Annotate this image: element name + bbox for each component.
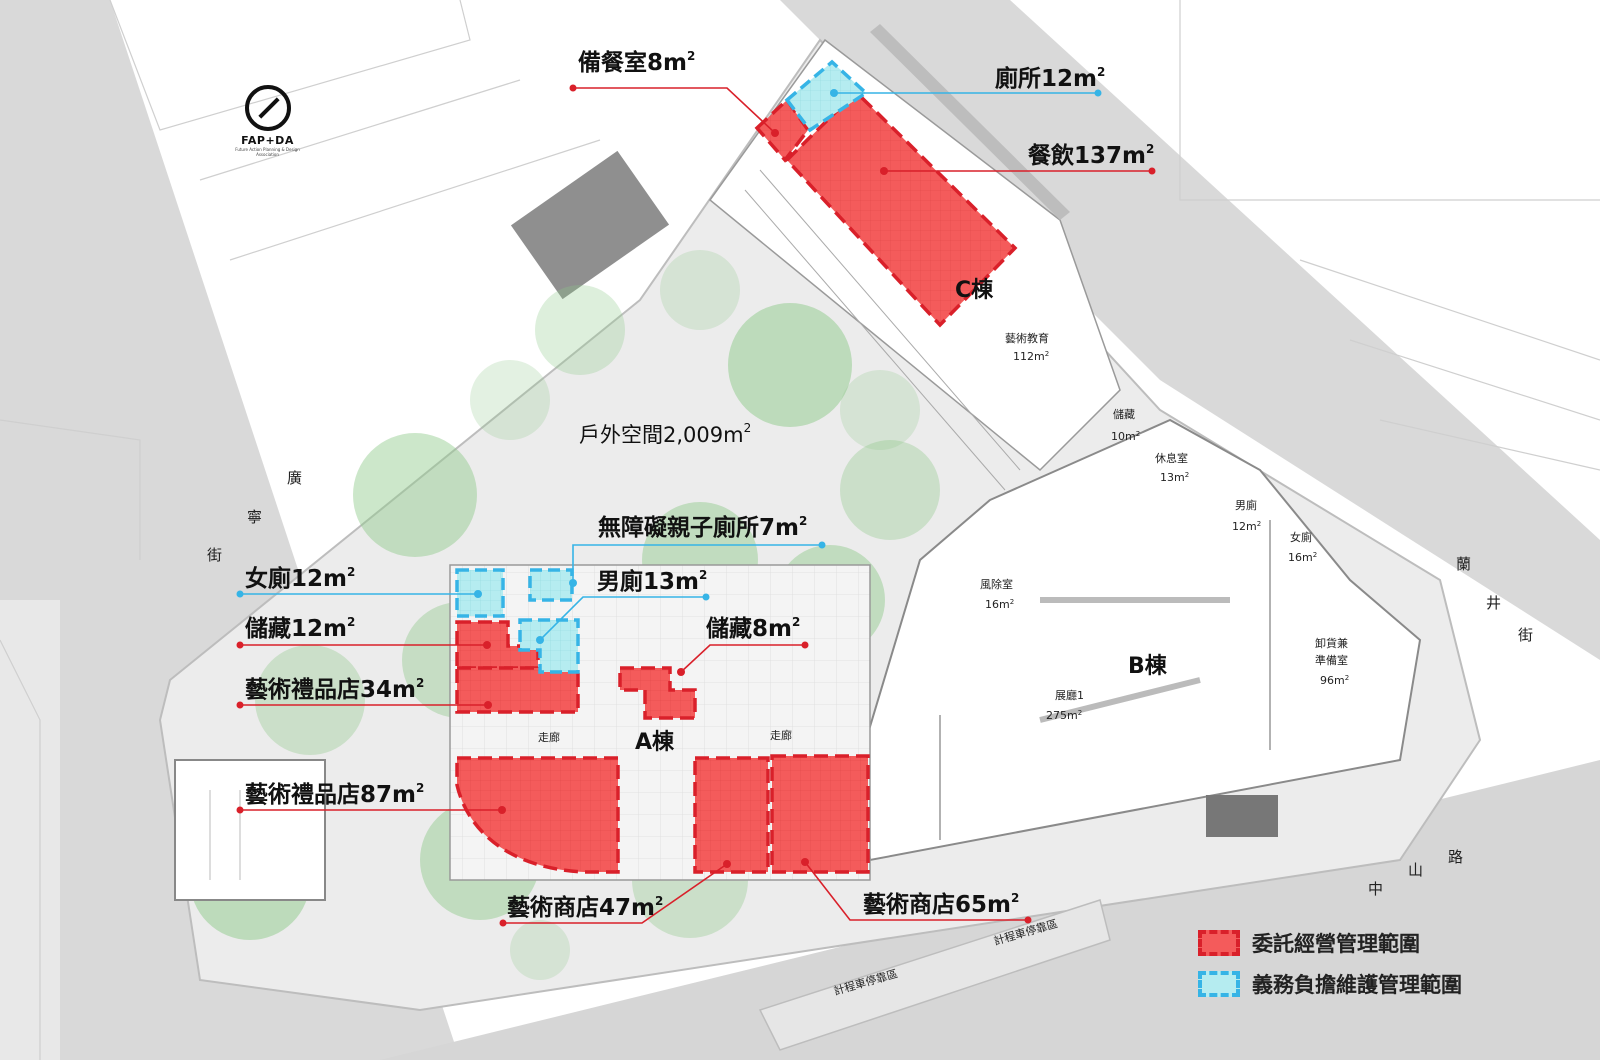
- room-storage-c-area: 10m2: [1111, 430, 1140, 443]
- callout-art-shop-65: 藝術商店65m2: [863, 891, 1019, 918]
- logo-name: FAP+DA: [241, 134, 294, 147]
- street-guangning-3: 街: [207, 546, 222, 564]
- room-lounge-name: 休息室: [1155, 451, 1188, 465]
- street-lanjing-3: 街: [1518, 626, 1533, 644]
- room-labels: 藝術教育 112m2 儲藏 10m2 休息室 13m2 男廁 12m2 女廁 1…: [538, 331, 1349, 744]
- legend-maintained-label: 義務負擔維護管理範圍: [1252, 973, 1462, 997]
- room-loading-line1: 卸貨兼: [1315, 636, 1348, 650]
- maintained-areas: [455, 59, 869, 674]
- street-lanjing-2: 井: [1486, 594, 1501, 612]
- managed-areas: [455, 89, 1018, 874]
- legend-managed: 委託經營管理範圍: [1198, 928, 1420, 958]
- building-b-footprint: [858, 418, 1422, 862]
- callout-gift-shop-87: 藝術禮品店87m2: [245, 781, 424, 808]
- area-pantry: [754, 97, 811, 163]
- callout-dining: 餐飲137m2: [1028, 142, 1154, 169]
- corridor-right-label: 走廊: [770, 728, 792, 742]
- street-zhongshan-3: 路: [1448, 848, 1463, 866]
- corridor-left-label: 走廊: [538, 730, 560, 744]
- legend-managed-swatch: [1198, 930, 1240, 956]
- callout-pantry: 備餐室8m2: [578, 49, 695, 76]
- leader-dots: [236, 84, 1156, 927]
- room-art-education-name: 藝術教育: [1005, 331, 1049, 345]
- callout-storage-8: 儲藏8m2: [706, 615, 800, 642]
- room-air-shower-name: 風除室: [980, 577, 1013, 591]
- legend-maintained-swatch: [1198, 971, 1240, 997]
- room-loading-area: 96m2: [1320, 674, 1349, 687]
- room-womens-b-area: 16m2: [1288, 551, 1317, 564]
- room-mens-b-area: 12m2: [1232, 520, 1261, 533]
- area-gift-shop-87: [455, 756, 620, 874]
- fapda-logo: FAP+DA Future Action Planning & Design A…: [230, 85, 305, 157]
- room-mens-b-name: 男廁: [1235, 498, 1257, 512]
- street-lanjing-1: 蘭: [1456, 555, 1471, 573]
- callout-womens-toilet: 女廁12m2: [245, 565, 355, 592]
- logo-emblem-icon: [244, 85, 291, 131]
- area-gift-shop-34: [455, 666, 580, 714]
- legend-managed-label: 委託經營管理範圍: [1252, 932, 1420, 956]
- callout-toilet-c: 廁所12m2: [995, 65, 1105, 92]
- area-storage-8: [618, 666, 697, 720]
- callout-storage-12: 儲藏12m2: [245, 615, 355, 642]
- street-guangning-1: 廣: [287, 469, 302, 487]
- building-c-label: C棟: [955, 277, 994, 303]
- room-gallery-name: 展廳1: [1055, 688, 1084, 702]
- building-a-label: A棟: [635, 729, 675, 755]
- building-b-label: B棟: [1128, 653, 1168, 679]
- callout-mens-toilet: 男廁13m2: [597, 568, 707, 595]
- callout-accessible-toilet: 無障礙親子廁所7m2: [598, 514, 807, 541]
- callout-outdoor: 戶外空間2,009m2: [579, 421, 751, 447]
- room-air-shower-area: 16m2: [985, 598, 1014, 611]
- area-art-shop-65: [770, 754, 870, 874]
- callout-gift-shop-34: 藝術禮品店34m2: [245, 676, 424, 703]
- legend-maintained: 義務負擔維護管理範圍: [1198, 969, 1462, 999]
- street-zhongshan-2: 山: [1408, 861, 1423, 879]
- room-art-education-area: 112m2: [1013, 350, 1049, 363]
- logo-tagline: Future Action Planning & Design Associat…: [235, 147, 300, 157]
- room-womens-b-name: 女廁: [1290, 530, 1312, 544]
- callout-art-shop-47: 藝術商店47m2: [507, 894, 663, 921]
- area-womens-toilet: [455, 568, 505, 618]
- area-accessible-toilet: [528, 568, 574, 602]
- street-guangning-2: 寧: [247, 508, 262, 526]
- room-lounge-area: 13m2: [1160, 471, 1189, 484]
- area-art-shop-47: [693, 756, 770, 874]
- leader-lines: [240, 87, 1152, 924]
- room-gallery-area: 275m2: [1046, 709, 1082, 722]
- room-storage-c-name: 儲藏: [1113, 408, 1135, 421]
- area-toilet-c: [784, 59, 869, 133]
- room-loading-line2: 準備室: [1315, 653, 1348, 667]
- area-mens-toilet: [518, 618, 580, 674]
- street-zhongshan-1: 中: [1368, 880, 1383, 898]
- leader-dots-blue: [236, 89, 1102, 644]
